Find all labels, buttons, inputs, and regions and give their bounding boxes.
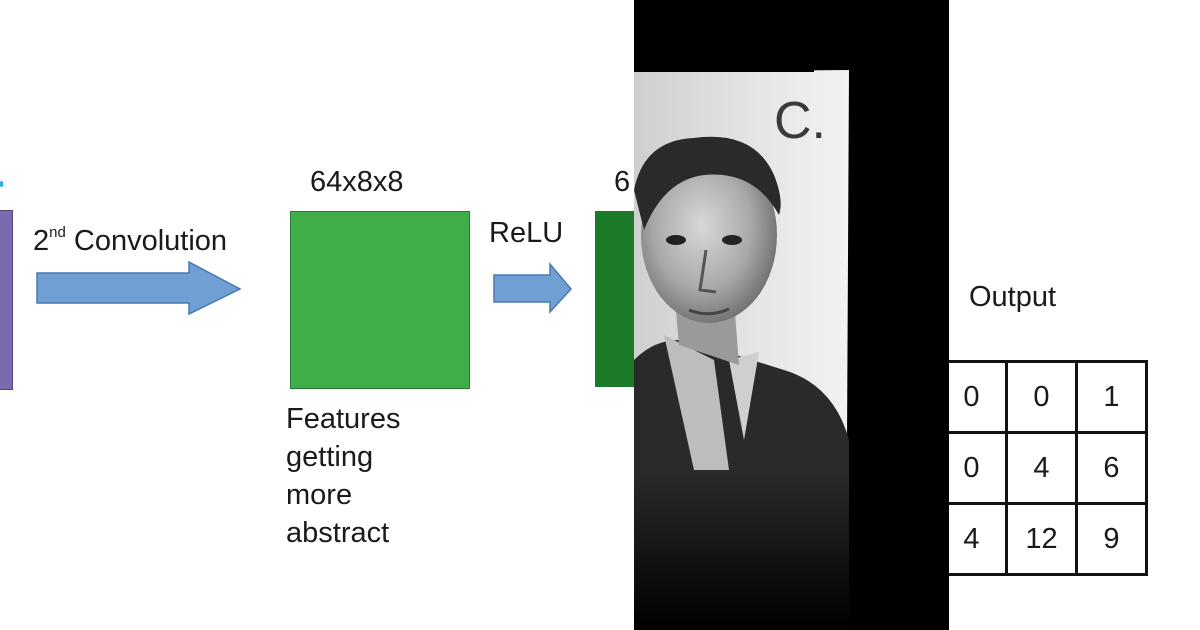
feature-map-dims-label: 64x8x8 (310, 166, 404, 198)
partial-cyan-mark (0, 181, 3, 187)
features-line: more (286, 479, 353, 511)
convolution-arrow (36, 260, 242, 316)
output-grid-cell: 9 (1075, 502, 1148, 576)
photo-stamp-letter: C. (774, 92, 826, 150)
output-grid-row: 4 12 9 (935, 502, 1148, 576)
output-grid-cell: 12 (1005, 502, 1078, 576)
output-grid-cell: 6 (1075, 431, 1148, 505)
relu-arrow (493, 261, 572, 314)
output-grid: 0 0 1 0 4 6 4 12 9 (935, 360, 1148, 576)
output-title: Output (969, 281, 1057, 313)
portrait-photo: C. (634, 0, 949, 630)
relu-dims-label-partial: 6 (614, 166, 631, 198)
features-line: abstract (286, 517, 390, 549)
relu-label: ReLU (489, 217, 564, 249)
features-line: Features (286, 403, 401, 435)
output-grid-cell: 0 (1005, 360, 1078, 434)
relu-output-box-partial (595, 211, 640, 387)
arrows-layer (36, 260, 572, 316)
second-convolution-label: 2nd Convolution (33, 224, 228, 257)
features-caption: Features getting more abstract (286, 400, 400, 552)
output-grid-cell: 4 (1005, 431, 1078, 505)
feature-map-box (290, 211, 470, 389)
features-line: getting (286, 441, 374, 473)
output-grid-cell: 1 (1075, 360, 1148, 434)
previous-layer-box-partial (0, 210, 13, 390)
output-grid-row: 0 0 1 (935, 360, 1148, 434)
output-grid-row: 0 4 6 (935, 431, 1148, 505)
